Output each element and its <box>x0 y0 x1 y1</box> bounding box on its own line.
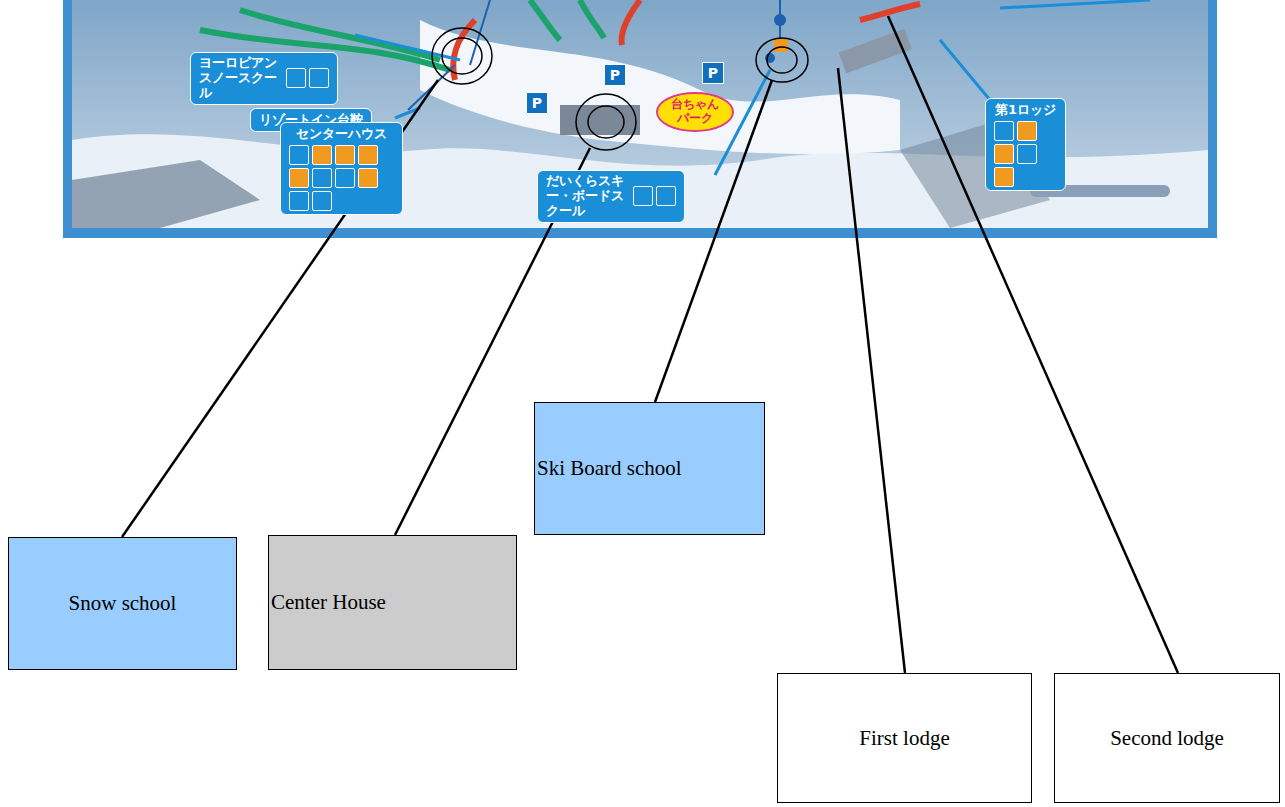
callout-box: Snow school <box>8 537 237 670</box>
label-text: センターハウス <box>289 126 394 142</box>
marker-circle <box>442 38 482 74</box>
callout-text: Second lodge <box>1110 726 1224 751</box>
callout-text: Snow school <box>69 591 177 616</box>
facility-icon <box>312 168 332 188</box>
marker-circle <box>576 94 636 150</box>
label-row: センターハウス <box>289 126 394 142</box>
leader-line <box>888 16 1178 673</box>
facility-icon <box>335 168 355 188</box>
label-row: ヨーロピアン スノースクール <box>199 56 329 101</box>
facility-icon <box>994 167 1014 187</box>
label-row: 第1ロッジ <box>994 102 1057 118</box>
ticket-sign <box>774 38 788 52</box>
pointer <box>1000 0 1150 8</box>
icon-row <box>633 186 676 206</box>
facility-icon <box>656 186 676 206</box>
parking-mark: P <box>526 92 548 114</box>
lodge-building <box>839 29 912 74</box>
label-text: ヨーロピアン スノースクール <box>199 56 280 101</box>
map-label: ヨーロピアン スノースクール <box>190 52 338 105</box>
ski-run <box>580 0 604 38</box>
icon-row <box>286 68 329 88</box>
slope <box>420 20 900 154</box>
facility-box: 第1ロッジ <box>985 98 1066 191</box>
callout-box: First lodge <box>777 673 1032 803</box>
callout-text: Ski Board school <box>537 456 682 481</box>
facility-icon <box>358 145 378 165</box>
facility-icon <box>286 68 306 88</box>
map-frame <box>63 0 1217 238</box>
hotel-building <box>560 105 640 135</box>
callout-text: First lodge <box>859 726 949 751</box>
icon-row <box>994 121 1057 187</box>
page-ground <box>0 238 1285 807</box>
facility-icon <box>994 121 1014 141</box>
park-badge: 台ちゃん パーク <box>656 92 734 132</box>
trees <box>72 160 260 228</box>
leader-line <box>655 80 772 402</box>
ski-run <box>622 0 640 45</box>
facility-icon <box>312 191 332 211</box>
marker-circle <box>767 47 797 73</box>
map-photo <box>72 0 1208 228</box>
marker-circle <box>756 38 808 82</box>
callout-box: Center House <box>268 535 517 670</box>
lift-line <box>470 0 490 65</box>
facility-icon <box>358 168 378 188</box>
marker-circle <box>588 106 624 138</box>
label-text: だいくらスキー・ボードスクール <box>546 174 627 219</box>
callout-box: Second lodge <box>1054 673 1280 803</box>
facility-icon <box>335 145 355 165</box>
facility-icon <box>289 145 309 165</box>
facility-box: センターハウス <box>280 122 403 215</box>
pointer <box>940 40 990 100</box>
facility-icon <box>633 186 653 206</box>
leader-line <box>838 68 905 673</box>
facility-icon <box>994 144 1014 164</box>
facility-icon <box>309 68 329 88</box>
marker-circle <box>432 28 492 84</box>
facility-icon <box>1017 121 1037 141</box>
icon-row <box>289 145 394 211</box>
facility-icon <box>312 145 332 165</box>
lift-station <box>774 14 786 26</box>
label-text: 第1ロッジ <box>994 102 1057 118</box>
ski-run <box>530 0 560 40</box>
callout-text: Center House <box>271 590 386 615</box>
leader-line <box>122 80 438 537</box>
parking-mark: P <box>604 64 626 86</box>
label-row: だいくらスキー・ボードスクール <box>546 174 676 219</box>
park-name: 台ちゃん パーク <box>670 98 720 126</box>
parking-mark: P <box>702 62 724 84</box>
facility-icon <box>1017 144 1037 164</box>
facility-icon <box>289 191 309 211</box>
map-label: だいくらスキー・ボードスクール <box>537 170 685 223</box>
callout-box: Ski Board school <box>534 402 765 535</box>
facility-icon <box>289 168 309 188</box>
